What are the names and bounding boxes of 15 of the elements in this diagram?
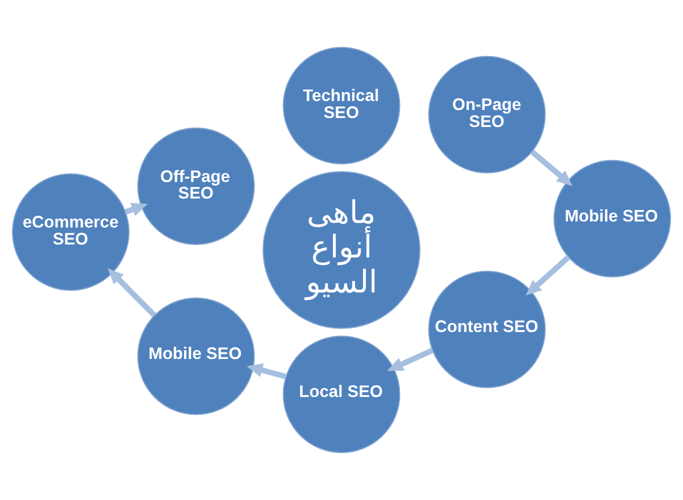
node-circle: ماهى أنواع السيو bbox=[262, 171, 420, 329]
arrow bbox=[526, 254, 570, 296]
node-circle: Mobile SEO bbox=[137, 298, 255, 416]
node-circle: Content SEO bbox=[428, 270, 546, 388]
node-circle: Local SEO bbox=[282, 336, 400, 454]
arrow bbox=[387, 348, 434, 371]
node-circle: On-Page SEO bbox=[428, 56, 546, 174]
node-circle: eCommerce SEO bbox=[12, 173, 130, 291]
arrow bbox=[124, 202, 148, 216]
node-circle: Technical SEO bbox=[282, 46, 400, 164]
arrow bbox=[108, 268, 156, 318]
arrow bbox=[530, 150, 573, 186]
node-circle: Off-Page SEO bbox=[137, 127, 255, 245]
node-circle: Mobile SEO bbox=[554, 160, 672, 278]
arrow bbox=[246, 363, 286, 380]
